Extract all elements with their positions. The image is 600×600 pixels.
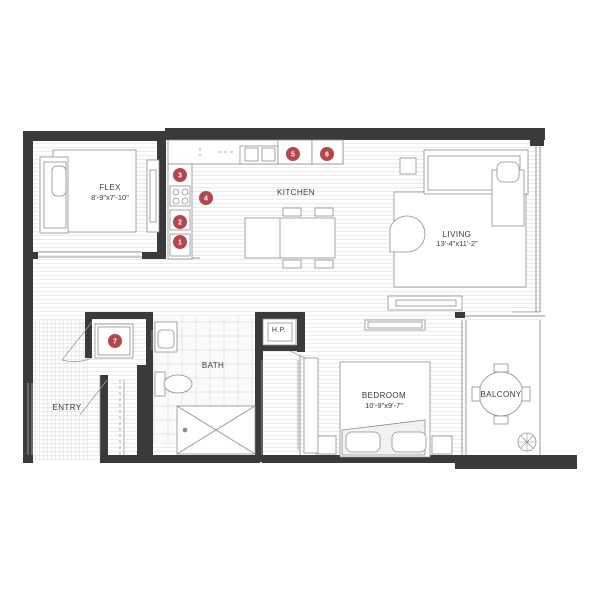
room-label-living: LIVING: [443, 230, 472, 239]
marker-2: 2: [173, 215, 187, 229]
balcony-furniture: [471, 363, 537, 452]
room-dims-bedroom: 10'-9"x9'-7": [365, 401, 403, 410]
room-label-hp: H.P.: [272, 327, 286, 334]
svg-text:7: 7: [113, 339, 117, 346]
room-label-balcony: BALCONY: [480, 390, 521, 399]
glazing: [27, 146, 545, 455]
door-swings: [61, 311, 540, 455]
room-label-bath: BATH: [202, 361, 224, 370]
room-dims-flex: 8'-9"x7'-10": [91, 193, 129, 202]
bath-fixtures: [154, 321, 256, 455]
room-label-bedroom: BEDROOM: [362, 391, 406, 400]
marker-1: 1: [173, 235, 187, 249]
svg-text:3: 3: [178, 173, 182, 180]
bedroom-furniture: [303, 319, 453, 458]
room-label-kitchen: KITCHEN: [277, 188, 315, 197]
svg-text:5: 5: [291, 152, 295, 159]
svg-text:2: 2: [178, 220, 182, 227]
marker-6: 6: [320, 147, 334, 161]
markers: 1 2 3 4 5 6 7: [108, 147, 334, 348]
marker-3: 3: [173, 168, 187, 182]
room-dims-living: 13'-4"x11'-2": [436, 239, 478, 248]
hp-closet: [262, 318, 297, 346]
marker-4: 4: [199, 191, 213, 205]
svg-text:4: 4: [204, 196, 208, 203]
room-labels: FLEX 8'-9"x7'-10" KITCHEN LIVING 13'-4"x…: [53, 183, 522, 412]
flex-furniture: [39, 149, 160, 234]
marker-5: 5: [286, 147, 300, 161]
room-label-entry: ENTRY: [53, 403, 82, 412]
svg-text:6: 6: [325, 152, 329, 159]
room-label-flex: FLEX: [99, 183, 121, 192]
kitchen-fixtures: [167, 139, 344, 269]
marker-7: 7: [108, 334, 122, 348]
living-furniture: [387, 149, 529, 311]
svg-text:1: 1: [178, 240, 182, 247]
walls: [23, 128, 577, 469]
